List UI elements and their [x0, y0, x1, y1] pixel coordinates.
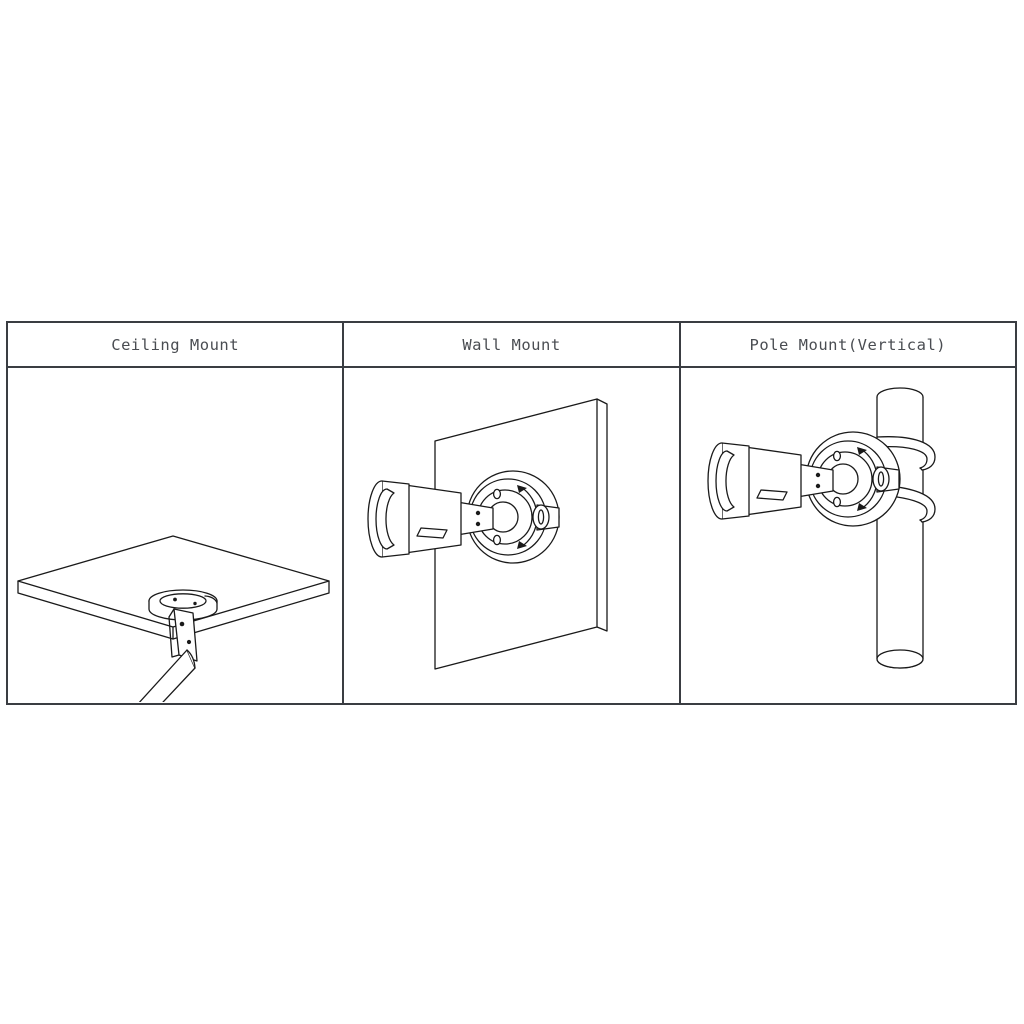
camera-bracket-icon [168, 608, 198, 662]
camera-lens-icon [375, 488, 395, 550]
camera-pivot-icon [456, 501, 494, 536]
header-cell-wall: Wall Mount [342, 321, 681, 368]
header-cell-ceiling: Ceiling Mount [5, 321, 345, 368]
figure-cell-ceiling [5, 366, 345, 705]
camera-pivot-icon [796, 463, 834, 498]
pole-mount-illustration [707, 387, 936, 669]
junction-box-icon [466, 470, 560, 564]
pole-icon [876, 387, 924, 669]
junction-box-icon [805, 431, 901, 527]
table-header-row: Ceiling Mount Wall Mount Pole Mount(Vert… [5, 321, 1018, 368]
table-figure-row [5, 366, 1018, 705]
camera-body-icon [138, 649, 196, 702]
column-header-label-wall: Wall Mount [462, 336, 561, 354]
figure-cell-pole [678, 366, 1018, 705]
camera-lens-icon [715, 450, 735, 512]
mount-options-table: Ceiling Mount Wall Mount Pole Mount(Vert… [5, 321, 1018, 705]
wall-mount-illustration [367, 398, 608, 670]
header-cell-pole: Pole Mount(Vertical) [678, 321, 1018, 368]
ceiling-slab-icon [17, 535, 330, 640]
ceiling-mount-illustration [17, 535, 330, 702]
figure-cell-wall [342, 366, 681, 705]
column-header-label-pole: Pole Mount(Vertical) [749, 336, 947, 354]
column-header-label-ceiling: Ceiling Mount [111, 336, 240, 354]
